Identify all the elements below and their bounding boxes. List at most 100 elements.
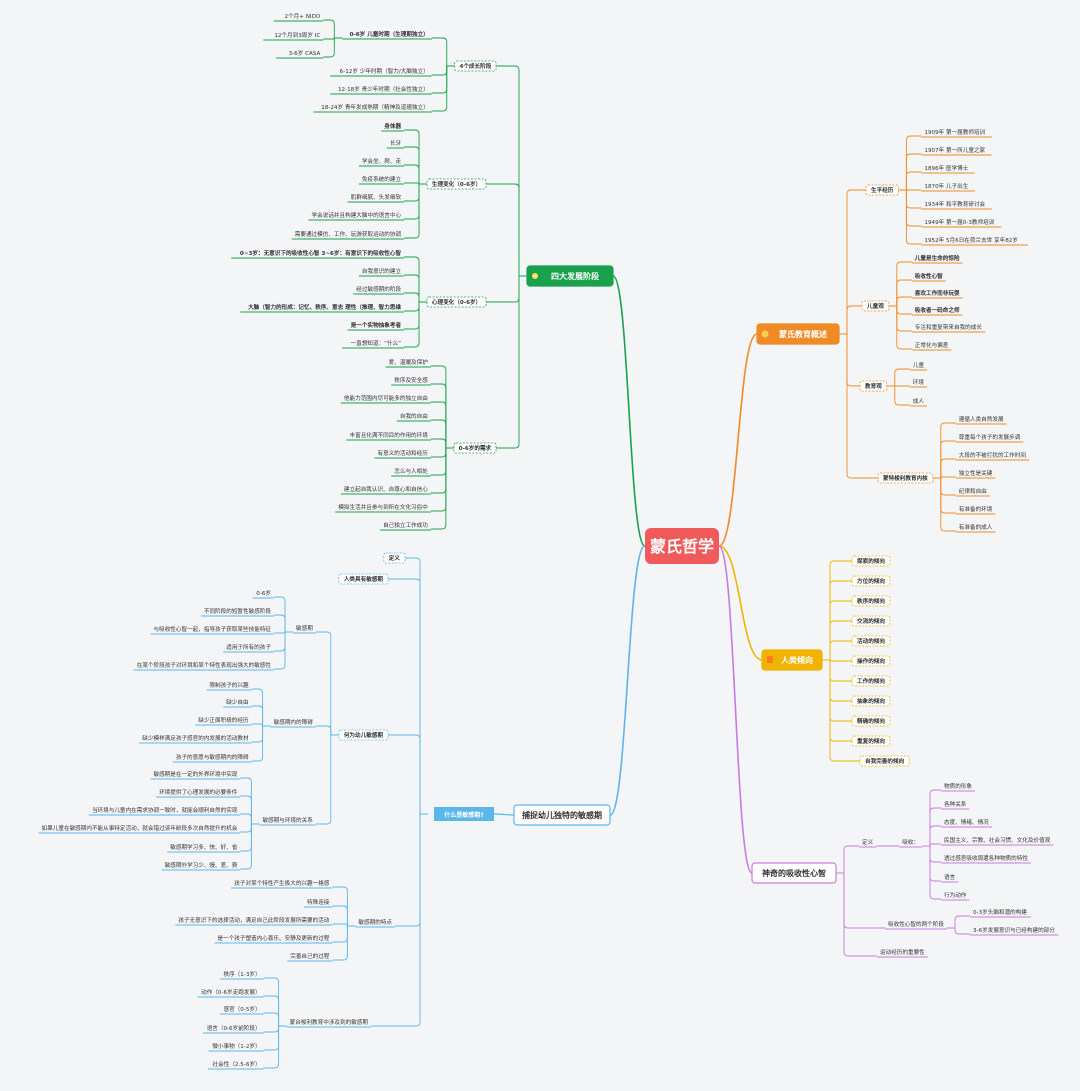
node-label: 爱、温暖及保护 [389,358,429,366]
link-line [404,183,428,220]
branch-0-sub-3[interactable] [453,442,497,454]
branch-4-box[interactable] [513,804,611,826]
node-label: 各种关系 [944,800,967,808]
node-label: 独立性是关键 [959,469,993,477]
node-label: 在某个阶段孩子对环境和某个特性表现出强大的敏感性 [137,661,272,669]
link-line [888,261,912,307]
branch-3-label: 神奇的吸收性心智 [762,868,826,878]
branch-2-sub-7[interactable] [851,695,891,707]
link-line [839,333,860,387]
node-label: 感官（0-5岁） [223,1005,260,1013]
branch-4-sub-0[interactable] [383,552,406,564]
branch-2-sub-9[interactable] [851,735,891,747]
link-line [609,545,646,816]
branch-2-sub-4[interactable] [851,635,891,647]
link-line [612,275,646,547]
link-line [932,477,956,496]
branch-1-sub-0[interactable] [865,184,899,196]
link-line [430,438,454,449]
branch-1-box[interactable] [756,323,840,345]
link-line [430,447,454,494]
sub-node-label: 生理变化（0-6岁） [432,180,481,188]
node-label: 一直想知道：“什么” [351,339,402,347]
central-topic[interactable] [645,528,719,564]
node-label: 物质的形象 [944,782,972,790]
branch-1-sub-1[interactable] [861,300,890,312]
branch-0-sub-2[interactable] [426,296,487,308]
node-label: 有意义的活动和经历 [377,449,428,457]
branch-2-sub-3[interactable] [851,615,891,627]
node-label: 敏感期内的障碍 [274,718,314,726]
node-label: 语言（0-6岁前阶段） [207,1024,261,1032]
branch-1-sub-3[interactable] [877,472,934,484]
node-label: 环境提供了心理发展的必要条件 [159,788,238,796]
link-line [839,305,862,335]
node-label: 与吸收性心智一起，指导孩子获取某些技能特征 [154,625,272,633]
branch-2-sub-8[interactable] [851,715,891,727]
sub-node-label: 何为幼儿敏感期 [344,731,384,739]
node-label: 吸收性心智的两个阶段 [888,920,944,928]
link-line [822,659,852,742]
branch-2-sub-10[interactable] [859,755,910,767]
person-icon [761,330,769,338]
sub-node-label: 重复的倾向 [857,737,885,745]
branch-3-box[interactable] [751,862,837,884]
node-label: 有准备的环境 [959,505,993,513]
node-label: 1949年 第一届0-3教师培训 [924,218,994,226]
sub-node-label: 自我完善的倾向 [865,757,905,765]
branch-4-sub-2[interactable] [338,729,389,741]
link-line [886,368,910,387]
branch-2-sub-2[interactable] [851,595,891,607]
sub-node-label: 精确的倾向 [857,717,885,725]
link-line [922,789,941,847]
link-line [251,688,271,727]
link-line [486,275,527,303]
node-label: 18-24岁 青年发成熟期（精神及道德独立） [321,103,429,111]
link-line [251,725,271,762]
link-line [263,1025,287,1033]
branch-2-sub-5[interactable] [851,655,891,667]
branch-1-sub-2[interactable] [859,380,888,392]
branch-0-label: 四大发展阶段 [551,271,599,281]
branch-2-sub-0[interactable] [851,555,891,567]
link-line [315,734,339,825]
link-line [323,19,343,39]
link-line [240,823,260,852]
node-label: 0-3岁头脑和潜的构建 [973,908,1027,916]
sub-node-label: 心理变化（0-6岁） [432,298,481,306]
branch-2-sub-6[interactable] [851,675,891,687]
link-line [431,65,455,112]
node-label: 6-12岁 少年时期（智力/大脑独立） [340,67,429,75]
link-line [263,995,287,1027]
branch-4-sub-1[interactable] [338,573,389,585]
link-line [839,333,878,479]
branch-0-sub-1[interactable] [426,178,487,190]
link-line [240,823,260,870]
link-line [274,614,293,633]
node-label: 缺少模样满足孩子感官的内发展的活动教材 [142,734,249,742]
sub-node-label: 方位的倾向 [857,577,885,585]
what-is-sensitive-period-tag[interactable] [434,807,494,821]
node-label: 喜欢工作而非玩耍 [915,289,960,297]
link-line [898,171,922,191]
link-line [404,146,428,185]
node-label: 遵循人类自然发展 [959,415,1004,423]
branch-0-box[interactable] [526,265,614,287]
node-label: 0-6岁 [256,589,271,597]
link-line [822,659,860,762]
node-label: 1870年 儿子出生 [924,182,968,190]
sub-node-label: 生平经历 [871,186,894,194]
node-label: 吸收者一码命之师 [915,306,960,314]
branch-2-box[interactable] [761,649,823,671]
link-line [922,845,941,863]
node-label: 适用于所有的孩子 [226,643,271,651]
sub-node-label: 4个成长阶段 [459,62,491,70]
link-line [332,925,356,961]
branch-0-sub-0[interactable] [454,60,497,72]
link-line [922,807,941,847]
branch-2-label: 人类倾向 [781,655,813,665]
branch-2-sub-1[interactable] [851,575,891,587]
node-label: 3-6岁发展意识与已经构建的部分 [973,926,1055,934]
node-label: 3-6岁 CASA [289,49,321,57]
